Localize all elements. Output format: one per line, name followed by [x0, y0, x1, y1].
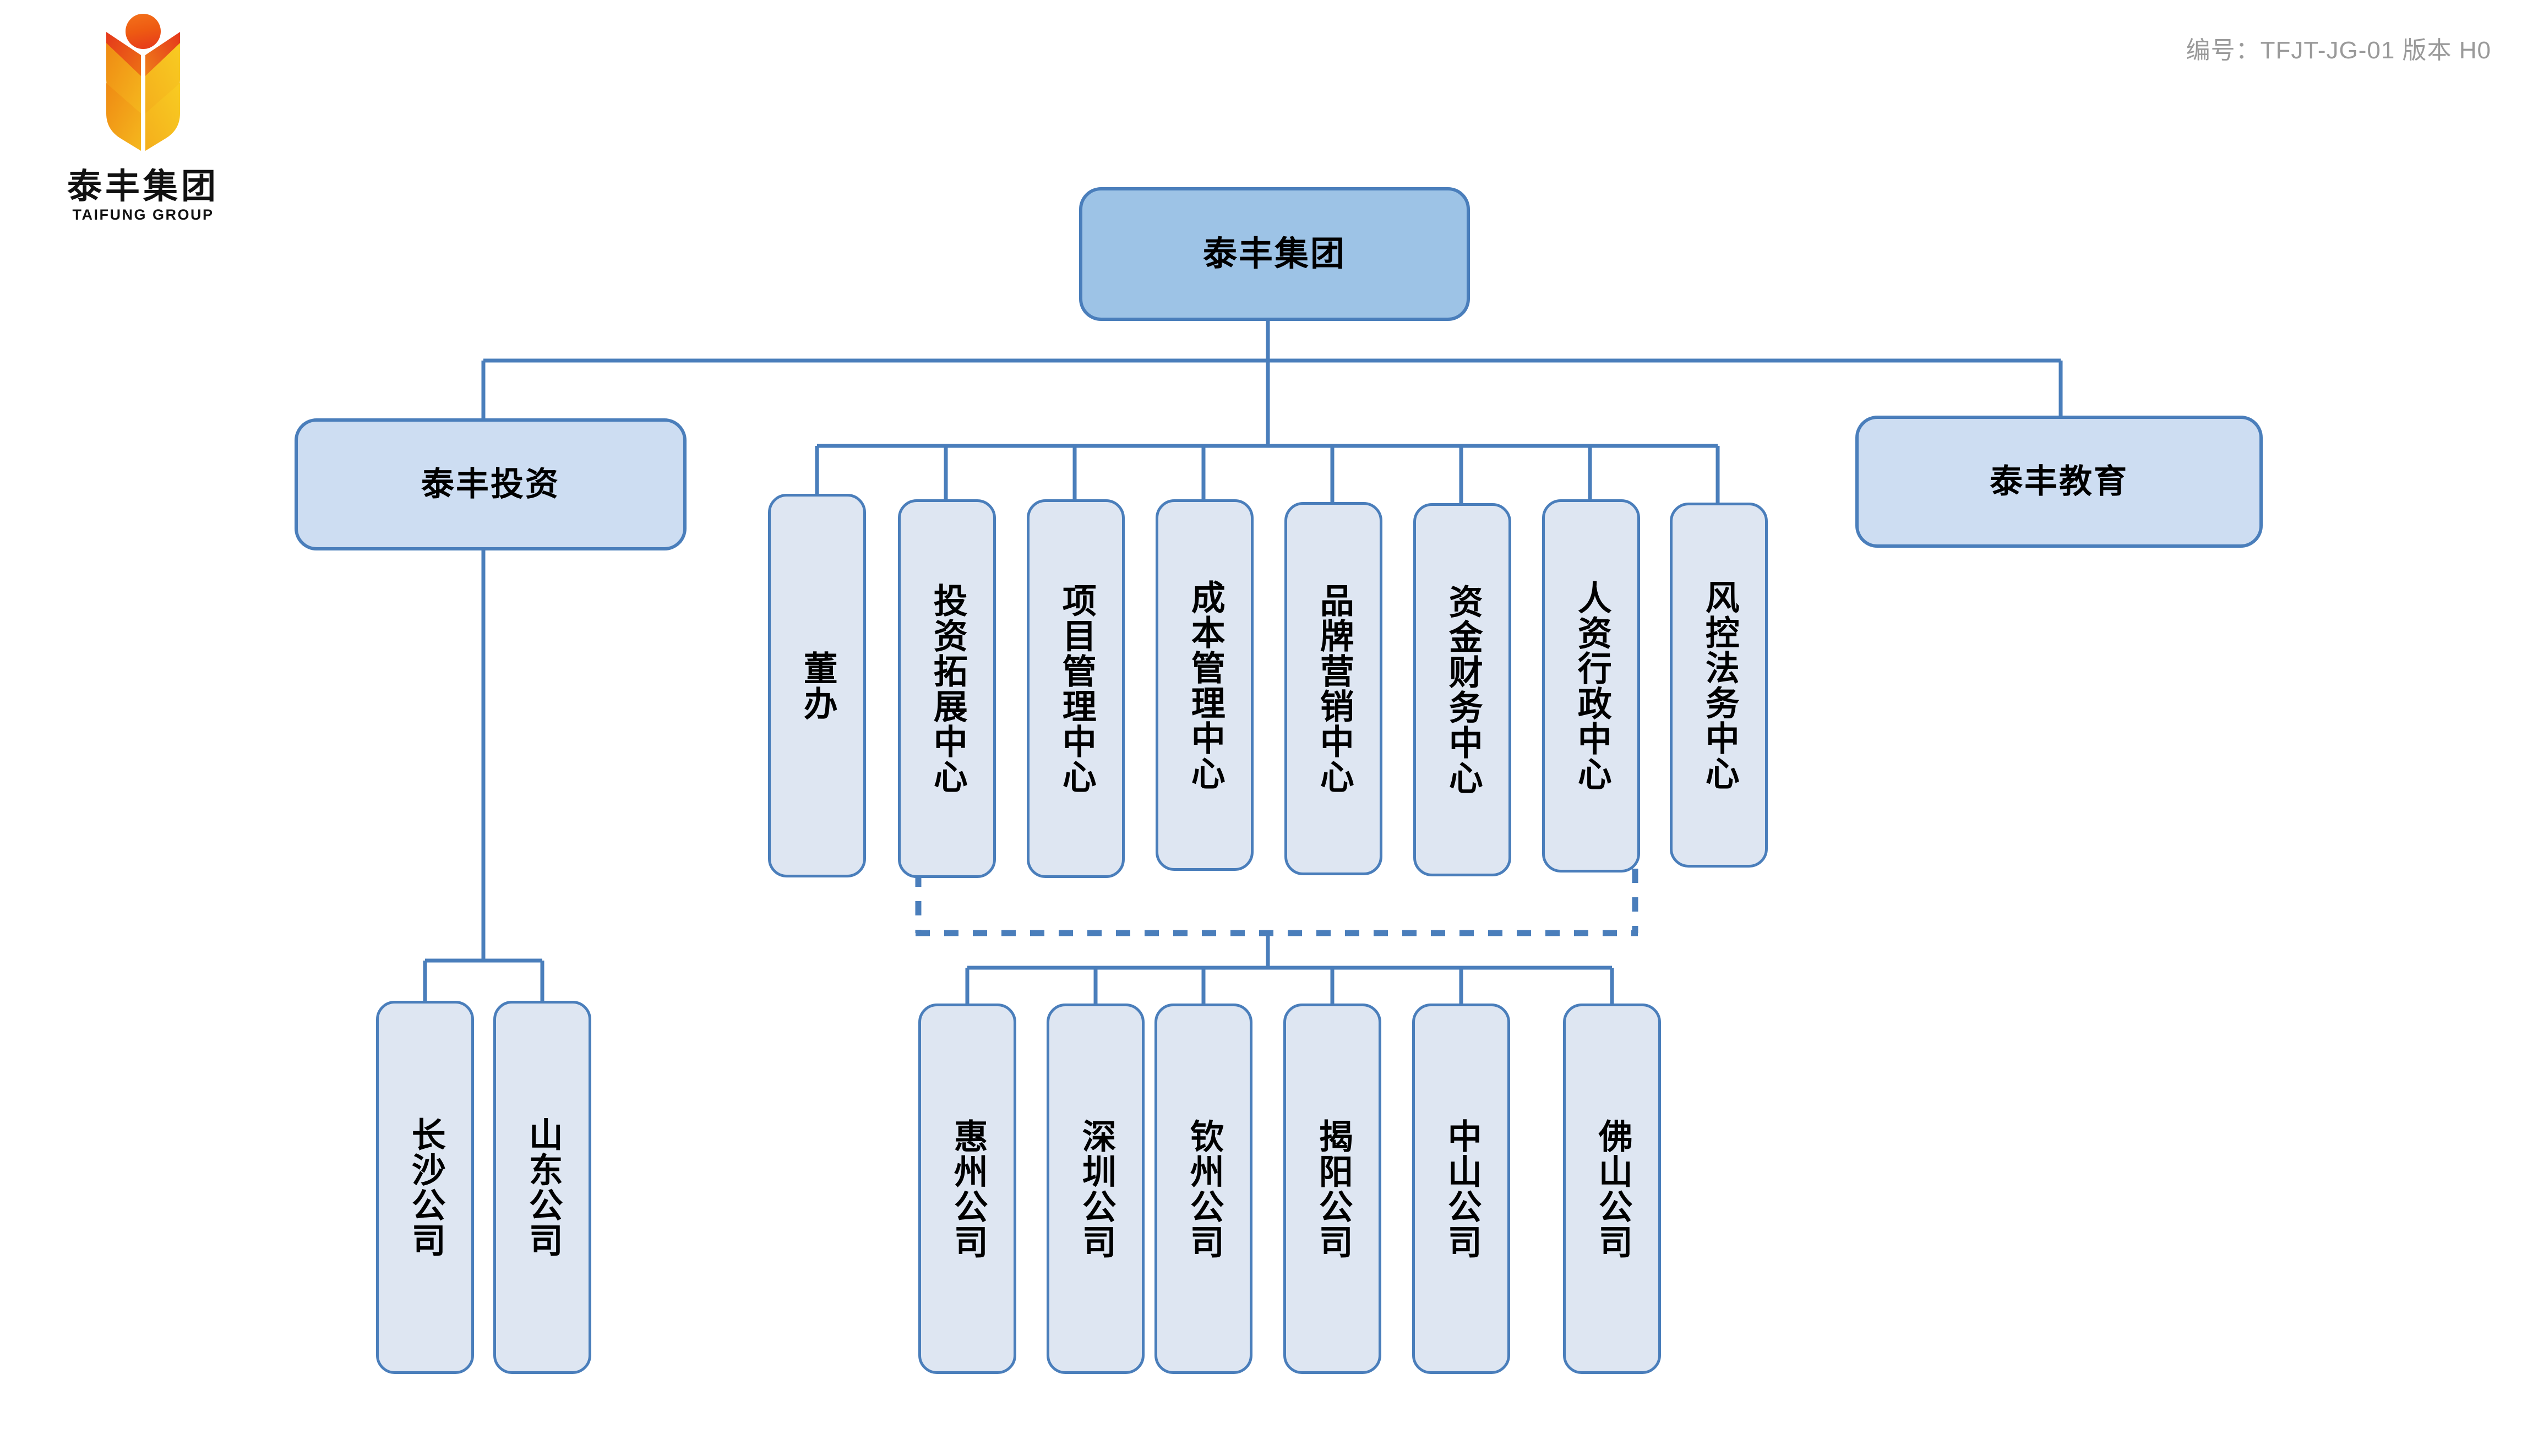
node-dept-hr-admin-label: 人资行政中心	[1572, 580, 1610, 792]
node-dept-risk-legal[interactable]: 风控法务中心	[1670, 503, 1768, 868]
node-taifung-investment-label: 泰丰投资	[421, 466, 560, 503]
node-sub-shandong[interactable]: 山东公司	[493, 1001, 591, 1374]
node-dept-investment-expansion-label: 投资拓展中心	[928, 583, 966, 794]
node-sub-shandong-label: 山东公司	[523, 1117, 562, 1258]
node-dept-finance-label: 资金财务中心	[1443, 584, 1482, 795]
node-company-shenzhen-label: 深圳公司	[1076, 1118, 1115, 1259]
document-code: 编号：TFJT-JG-01 版本 H0	[2186, 37, 2491, 64]
logo-mark-icon	[106, 14, 180, 151]
node-dept-dongban-label: 董办	[798, 650, 836, 721]
node-company-qinzhou[interactable]: 钦州公司	[1154, 1004, 1252, 1374]
node-sub-changsha-label: 长沙公司	[406, 1117, 444, 1258]
node-company-jieyang[interactable]: 揭阳公司	[1283, 1004, 1381, 1374]
node-company-jieyang-label: 揭阳公司	[1313, 1118, 1352, 1259]
node-dept-brand-marketing[interactable]: 品牌营销中心	[1284, 502, 1382, 875]
node-dept-dongban[interactable]: 董办	[768, 494, 866, 877]
node-dept-finance[interactable]: 资金财务中心	[1413, 503, 1511, 876]
node-company-qinzhou-label: 钦州公司	[1184, 1118, 1223, 1259]
node-taifung-investment[interactable]: 泰丰投资	[295, 418, 687, 550]
node-company-foshan[interactable]: 佛山公司	[1563, 1004, 1661, 1374]
node-company-zhongshan-label: 中山公司	[1442, 1118, 1480, 1259]
node-company-zhongshan[interactable]: 中山公司	[1412, 1004, 1510, 1374]
node-company-shenzhen[interactable]: 深圳公司	[1047, 1004, 1145, 1374]
logo-name-en: TAIFUNG GROUP	[72, 206, 214, 223]
node-dept-risk-legal-label: 风控法务中心	[1700, 579, 1738, 791]
node-dept-project-management[interactable]: 项目管理中心	[1027, 499, 1125, 878]
node-sub-changsha[interactable]: 长沙公司	[376, 1001, 474, 1374]
node-dept-hr-admin[interactable]: 人资行政中心	[1542, 499, 1640, 872]
logo-chevron-lower-left-icon	[106, 83, 141, 151]
node-dept-investment-expansion[interactable]: 投资拓展中心	[898, 499, 996, 878]
node-root[interactable]: 泰丰集团	[1079, 187, 1470, 321]
node-company-foshan-label: 佛山公司	[1593, 1118, 1631, 1259]
node-taifung-education[interactable]: 泰丰教育	[1855, 416, 2263, 548]
node-dept-brand-marketing-label: 品牌营销中心	[1314, 583, 1353, 794]
node-dept-project-management-label: 项目管理中心	[1056, 583, 1095, 794]
company-logo: 泰丰集团 TAIFUNG GROUP	[33, 11, 253, 253]
logo-name-cn: 泰丰集团	[67, 167, 219, 206]
node-company-huizhou[interactable]: 惠州公司	[918, 1004, 1016, 1374]
dashed-bracket-connector	[915, 869, 1638, 936]
node-taifung-education-label: 泰丰教育	[1990, 463, 2128, 500]
node-root-label: 泰丰集团	[1202, 235, 1346, 273]
logo-circle-icon	[126, 14, 161, 49]
node-dept-cost-management[interactable]: 成本管理中心	[1156, 499, 1254, 871]
node-company-huizhou-label: 惠州公司	[948, 1118, 987, 1259]
logo-chevron-lower-right-icon	[145, 83, 180, 151]
node-dept-cost-management-label: 成本管理中心	[1185, 579, 1224, 791]
